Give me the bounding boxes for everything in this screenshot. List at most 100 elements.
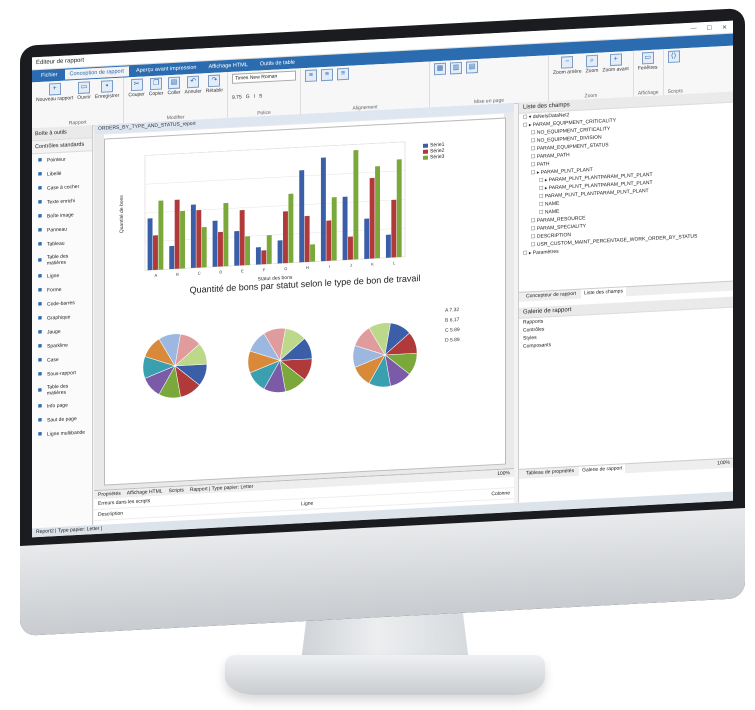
pagebreak-icon: ■ — [37, 416, 43, 425]
x-tick-label: L — [393, 260, 396, 265]
toolbox-item-label: Texte enrichi — [47, 198, 76, 206]
windows-button[interactable]: ▭Fenêtres — [638, 51, 658, 72]
font-size-combo[interactable]: 9.75 — [232, 94, 242, 101]
redo-button[interactable]: ↷Rétablir — [206, 74, 223, 94]
x-tick-label: D — [219, 269, 222, 274]
align-left-button[interactable]: ≡ — [305, 69, 317, 83]
ribbon-group-scripts: ⟨⟩ Scripts — [664, 48, 687, 97]
x-tick-label: G — [284, 266, 287, 271]
align-right-button[interactable]: ≡ — [337, 67, 349, 82]
layout-button-2[interactable]: ▥ — [450, 61, 462, 76]
toolbox-item-label: Saut de page — [47, 416, 77, 424]
magnifier-icon: ⌕ — [586, 54, 599, 68]
align-right-icon: ≡ — [337, 67, 349, 81]
zoom-out-icon: − — [561, 55, 574, 69]
pie-legend-label: C 5.89 — [445, 327, 460, 334]
tab-concepteur[interactable]: Concepteur de rapport — [526, 290, 577, 300]
align-center-icon: ≡ — [321, 68, 333, 82]
italic-button[interactable]: I — [253, 93, 256, 100]
folder-icon: ▭ — [78, 81, 91, 94]
zoom-button[interactable]: ⌕Zoom — [586, 54, 599, 74]
zoom-in-button[interactable]: +Zoom avant — [602, 53, 629, 73]
cut-button[interactable]: ✂Couper — [128, 78, 145, 98]
layout-icon-3: ▤ — [466, 60, 478, 74]
zoom-out-button[interactable]: −Zoom arrière — [553, 55, 582, 76]
toolbox-item[interactable]: ■Ligne multibande — [32, 425, 92, 442]
new-report-button[interactable]: +Nouveau rapport — [36, 82, 73, 103]
toolbox-item-label: Panneau — [47, 226, 68, 234]
undo-button[interactable]: ↶Annuler — [185, 75, 202, 95]
tab-tableau-proprietes[interactable]: Tableau de propriétés — [526, 467, 575, 477]
cell-icon: ■ — [37, 356, 43, 365]
code-icon: ⟨⟩ — [667, 50, 680, 64]
pie-charts[interactable]: A 7.32B 6.17C 5.89D 5.89 — [115, 289, 495, 469]
toolbox-item-label: Graphique — [47, 314, 71, 322]
align-left-icon: ≡ — [305, 69, 317, 83]
toolbox-item-label: Table des matières — [46, 253, 69, 267]
open-button[interactable]: ▭Ouvrir — [77, 81, 91, 101]
toolbox-item-label: Libellé — [47, 170, 62, 178]
bar — [320, 157, 326, 262]
bar — [348, 236, 353, 260]
close-button[interactable]: ✕ — [721, 24, 727, 31]
font-family-combo[interactable]: Times New Roman — [232, 70, 296, 84]
paste-icon: ▤ — [168, 76, 180, 90]
layout-button-1[interactable]: ▦ — [434, 62, 446, 77]
pointer-icon: ■ — [37, 156, 43, 165]
redo-icon: ↷ — [208, 74, 221, 88]
tab-proprietes[interactable]: Propriétés — [98, 490, 121, 498]
minimize-button[interactable]: — — [690, 25, 697, 32]
align-center-button[interactable]: ≡ — [321, 68, 333, 83]
toolbox-item-label: Sous-rapport — [47, 370, 76, 378]
toolbox-item-label: Ligne — [47, 272, 60, 280]
toolbox-item-label: Info page — [47, 402, 68, 410]
layout-button-3[interactable]: ▤ — [466, 60, 478, 75]
toolbox-item-label: Code-barres — [47, 300, 75, 308]
chart-icon: ■ — [37, 314, 43, 323]
save-button[interactable]: ▪Enregistrer — [95, 80, 119, 100]
bar — [255, 247, 261, 265]
bar — [266, 235, 272, 265]
bar — [396, 159, 402, 258]
gridline — [145, 256, 405, 271]
bar — [180, 210, 186, 269]
gridline — [145, 170, 405, 185]
ribbon-group-rapport: +Nouveau rapport ▭Ouvrir ▪Enregistrer Ra… — [32, 77, 125, 131]
bar — [369, 177, 375, 259]
bar — [385, 234, 391, 258]
ribbon-group-police: Times New Roman 9.75 G I S Police — [228, 68, 301, 121]
scripts-button[interactable]: ⟨⟩ — [667, 50, 680, 64]
richtext-icon: ■ — [37, 198, 43, 207]
panel-icon: ■ — [37, 226, 43, 235]
toc2-icon: ■ — [37, 386, 43, 395]
tab-galerie-rapport[interactable]: Galerie de rapport — [579, 464, 626, 476]
tab-liste-champs[interactable]: Liste des champs — [581, 287, 626, 299]
bar — [223, 202, 229, 267]
maximize-button[interactable]: ☐ — [706, 25, 712, 32]
bar — [342, 196, 348, 261]
field-list-tree: ☐ ▾ dsNetsDataNet2☐ ▸ PARAM_EQUIPMENT_CR… — [519, 103, 733, 292]
zoom-in-icon: + — [609, 53, 622, 67]
layout-icon-2: ▥ — [450, 61, 462, 75]
x-tick-label: I — [329, 264, 330, 269]
copy-button[interactable]: ❐Copier — [149, 77, 163, 97]
bold-button[interactable]: G — [245, 93, 250, 101]
toolbox-item-label: Tableau — [47, 240, 65, 248]
legend-label: Série3 — [430, 153, 445, 161]
paste-button[interactable]: ▤Coller — [167, 76, 181, 96]
tab-scripts[interactable]: Scripts — [168, 487, 184, 495]
save-icon: ▪ — [101, 80, 114, 93]
gridline — [145, 199, 405, 214]
y-axis-title: Quantité de bons — [119, 194, 125, 233]
legend-item: Série3 — [423, 154, 444, 161]
bar — [169, 245, 175, 270]
barcode-icon: ■ — [37, 300, 43, 309]
tab-fichier[interactable]: Fichier — [41, 72, 58, 79]
right-zoom-level: 100% — [717, 459, 730, 467]
window-title: Éditeur de rapport — [36, 57, 85, 67]
underline-button[interactable]: S — [259, 93, 263, 100]
